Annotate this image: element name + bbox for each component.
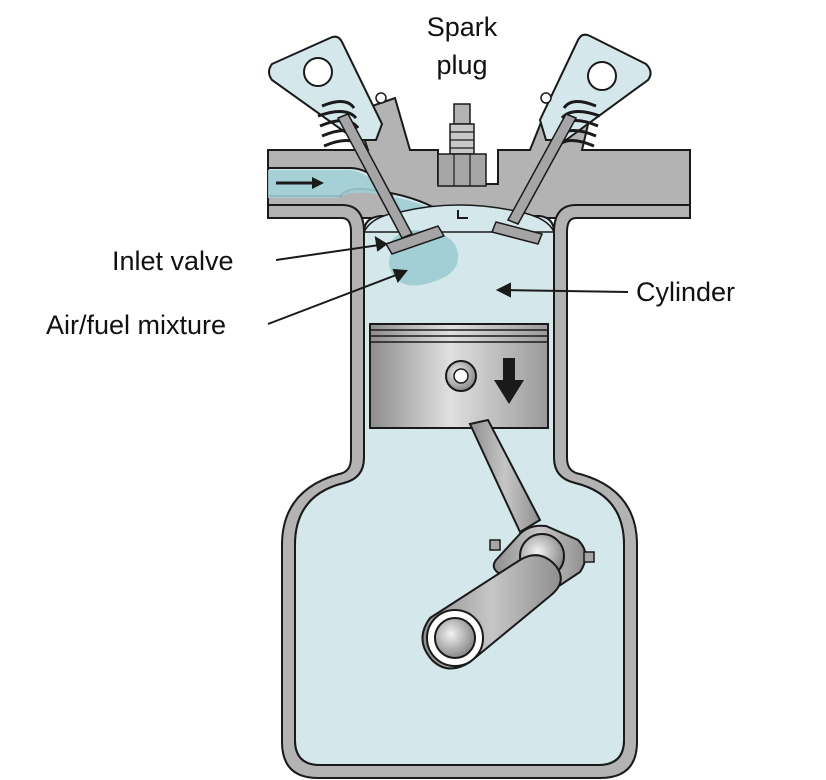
crankshaft [421,554,562,670]
spark-plug [437,103,487,219]
arrow-down-icon [494,358,524,404]
air-fuel-mixture-label: Air/fuel mixture [46,310,227,340]
exhaust-valve [490,113,578,245]
cylinder-label: Cylinder [636,277,736,307]
inlet-valve-label: Inlet valve [112,246,234,276]
spark-plug-label-line-1: Spark [426,12,498,42]
inlet-valve-leader [275,243,387,261]
crankcase-interior [294,215,625,766]
arrow-right-icon [276,177,324,189]
engine-block [267,204,691,779]
inlet-valve [336,113,446,255]
spark-plug-label-line-2: plug [436,50,488,80]
piston [369,323,549,429]
mixture-leader [267,271,405,325]
cylinder-leader [499,289,629,293]
leader-lines [267,236,629,325]
